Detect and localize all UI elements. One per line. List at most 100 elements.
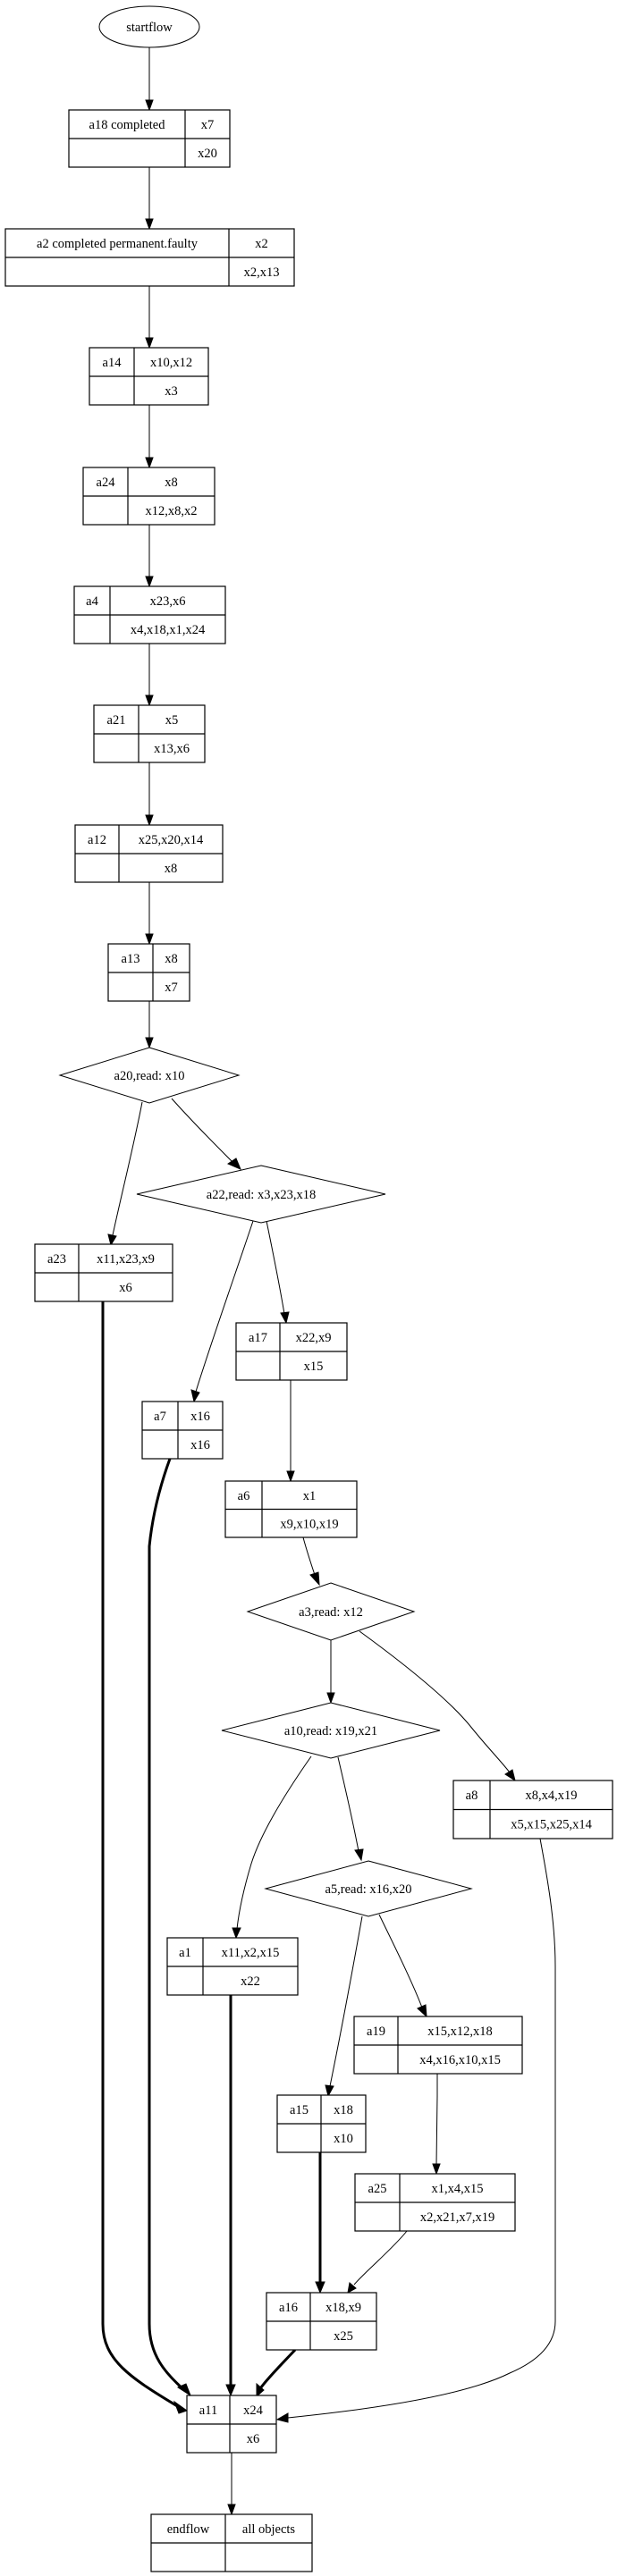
decision-node-a22[interactable]: a22,read: x3,x23,x18 (136, 1165, 386, 1224)
task-writes: x22 (241, 1974, 260, 1989)
arrowhead-icon (176, 2383, 192, 2397)
task-name: a1 (179, 1946, 191, 1960)
arrowhead-icon (145, 337, 154, 349)
task-reads: all objects (242, 2522, 296, 2537)
edge-a5-a15 (329, 1915, 363, 2087)
arrowhead-icon (347, 2282, 357, 2294)
start-label: startflow (126, 21, 173, 35)
task-reads: x25,x20,x14 (139, 833, 204, 847)
arrowhead-icon (275, 2412, 289, 2423)
arrowhead-icon (504, 1769, 516, 1782)
task-node-a1[interactable]: a1 x11,x2,x15 x22 (166, 1937, 299, 1996)
edge-a20-a22 (171, 1098, 234, 1164)
decision-node-a20[interactable]: a20,read: x10 (58, 1047, 241, 1104)
arrowhead-icon (280, 1311, 290, 1325)
edges (101, 47, 556, 2516)
arrowhead-icon (145, 218, 154, 231)
edge-a5-a19 (378, 1914, 423, 2008)
task-reads: x24 (243, 2403, 264, 2418)
task-writes: x2,x13 (244, 265, 280, 280)
task-name: a6 (238, 1489, 250, 1503)
arrowhead-icon (432, 2163, 441, 2176)
task-writes: x3 (165, 384, 178, 399)
arrowhead-icon (256, 2382, 265, 2398)
task-reads: x1 (303, 1489, 317, 1503)
task-reads: x15,x12,x18 (427, 2025, 493, 2039)
decision-label: a20,read: x10 (114, 1069, 185, 1083)
decision-label: a3,read: x12 (299, 1605, 363, 1620)
task-writes: x2,x21,x7,x19 (420, 2210, 494, 2225)
decision-node-a10[interactable]: a10,read: x19,x21 (221, 1702, 441, 1759)
task-name: a25 (368, 2182, 387, 2196)
arrowhead-icon (145, 814, 154, 827)
arrowhead-icon (225, 2384, 236, 2397)
task-reads: x11,x23,x9 (97, 1252, 155, 1267)
arrowhead-icon (190, 1389, 200, 1403)
start-node[interactable]: startflow (98, 5, 200, 48)
arrowhead-icon (107, 1233, 117, 1247)
arrowhead-icon (145, 933, 154, 946)
arrowhead-icon (227, 2504, 236, 2516)
task-reads: x23,x6 (150, 594, 186, 609)
arrowhead-icon (232, 1927, 241, 1940)
arrowhead-icon (145, 695, 154, 707)
edge-a22-a17 (266, 1220, 285, 1315)
task-writes: x6 (247, 2432, 260, 2446)
task-node-a14[interactable]: a14 x10,x12 x3 (89, 347, 209, 406)
task-writes: x13,x6 (154, 742, 190, 756)
task-name: a14 (103, 356, 123, 370)
task-writes: x7 (165, 981, 178, 995)
arrowhead-icon (145, 99, 154, 112)
task-reads: x5 (165, 713, 179, 728)
task-reads: x7 (201, 118, 215, 132)
arrowhead-icon (315, 2281, 325, 2294)
task-writes: x10 (334, 2132, 353, 2146)
edge-a6-a3 (302, 1536, 316, 1576)
task-name: a23 (47, 1252, 66, 1267)
edge-a10-a5 (337, 1756, 359, 1852)
decision-node-a3[interactable]: a3,read: x12 (246, 1582, 416, 1641)
task-reads: x16 (190, 1410, 210, 1424)
task-reads: x8,x4,x19 (526, 1789, 578, 1803)
edge-a10-a1 (236, 1755, 312, 1930)
edge-a3-a8 (359, 1630, 511, 1773)
arrowhead-icon (417, 2004, 427, 2018)
task-name: a7 (154, 1410, 166, 1424)
task-reads: x8 (165, 952, 178, 966)
arrowhead-icon (226, 1158, 241, 1170)
edge-a8-a11 (287, 1838, 556, 2419)
decision-label: a22,read: x3,x23,x18 (207, 1188, 316, 1202)
edge-a25-a16 (353, 2230, 408, 2286)
task-name: a15 (290, 2103, 308, 2117)
arrowhead-icon (173, 2400, 189, 2414)
decision-node-a5[interactable]: a5,read: x16,x20 (264, 1860, 473, 1917)
task-reads: x10,x12 (150, 356, 192, 370)
arrowhead-icon (145, 457, 154, 469)
task-name: a24 (97, 476, 116, 490)
task-reads: x18,x9 (325, 2301, 361, 2315)
edge-a22-a7 (195, 1220, 254, 1393)
task-reads: x11,x2,x15 (222, 1946, 280, 1960)
arrowhead-icon (145, 576, 154, 588)
arrowhead-icon (326, 1692, 335, 1705)
edge-a23-a11 (101, 1301, 180, 2409)
